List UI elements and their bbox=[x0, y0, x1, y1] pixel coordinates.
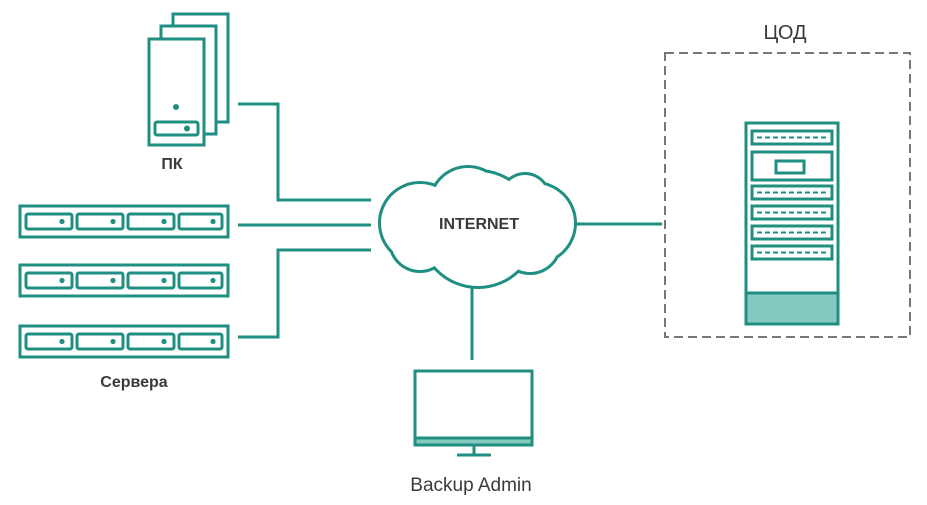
pc-to-internet-line bbox=[238, 102, 371, 202]
cloud-icon bbox=[378, 165, 577, 289]
admin-label: Backup Admin bbox=[410, 475, 531, 496]
server3-to-internet-line bbox=[238, 248, 371, 339]
server-unit-3 bbox=[18, 324, 230, 359]
pc-label: ПК bbox=[161, 156, 183, 173]
pc-icon bbox=[147, 12, 230, 147]
datacenter-boundary bbox=[664, 52, 911, 338]
servers-label: Сервера bbox=[100, 374, 168, 391]
internet-label: INTERNET bbox=[439, 216, 519, 233]
datacenter-label: ЦОД bbox=[763, 22, 806, 44]
server-unit-1 bbox=[18, 204, 230, 239]
connection-lines bbox=[238, 102, 662, 360]
server-rack-icon bbox=[744, 121, 840, 326]
server-unit-2 bbox=[18, 263, 230, 298]
monitor-icon bbox=[413, 369, 534, 457]
